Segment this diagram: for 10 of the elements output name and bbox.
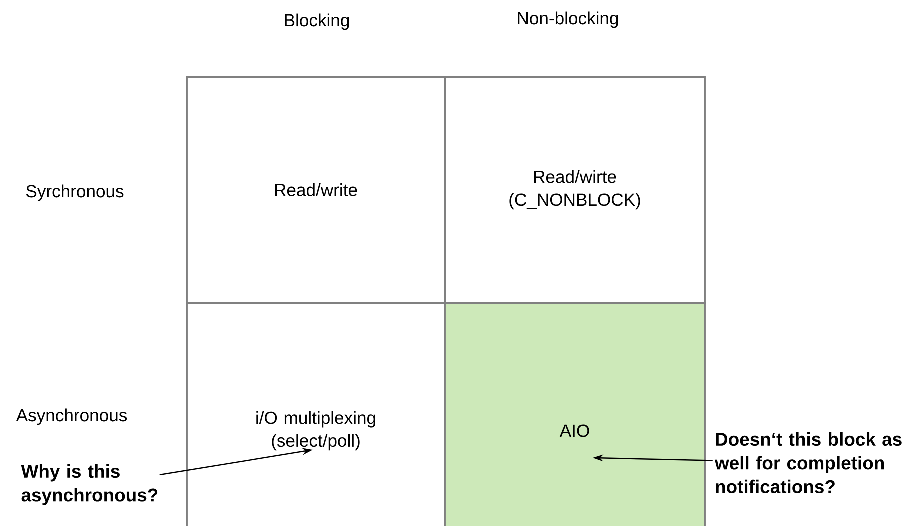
callout-text: Why is this asynchronous?: [21, 464, 158, 506]
grid-cell: AIO: [444, 302, 706, 526]
axis-label: Blocking: [285, 14, 350, 30]
axis-label: Non-blocking: [518, 12, 618, 28]
callout-text: Doesn‘t this block as well for completion notifications?: [714, 432, 902, 494]
grid-cell: Read/write: [186, 76, 446, 304]
grid-cell: i/O multiplexing (select/poll): [186, 302, 446, 526]
axis-label: Syrchronous: [26, 184, 124, 202]
axis-label: Asynchronous: [16, 408, 128, 426]
grid-cell: Read/wirte (C_NONBLOCK): [444, 76, 706, 304]
